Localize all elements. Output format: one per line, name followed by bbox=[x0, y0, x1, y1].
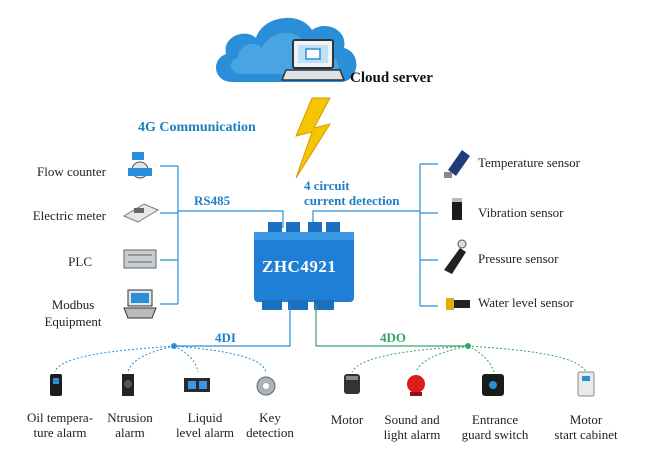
temperature-sensor-icon bbox=[444, 150, 470, 178]
pressure-sensor-icon bbox=[444, 239, 467, 274]
sensor-label: Water level sensor bbox=[478, 295, 574, 310]
current-detection-label: 4 circuit current detection bbox=[304, 178, 400, 208]
di-input-label: Oil tempera- ture alarm bbox=[26, 410, 94, 440]
di-label: 4DI bbox=[215, 330, 236, 345]
vibration-sensor-icon bbox=[452, 198, 462, 220]
rs485-label: RS485 bbox=[194, 193, 231, 208]
di-lines bbox=[54, 305, 291, 373]
do-output-label: Motor bbox=[330, 412, 364, 427]
di-input-label: Liquid level alarm bbox=[175, 410, 235, 440]
sensor-label: Pressure sensor bbox=[478, 251, 559, 266]
sensor-label: Vibration sensor bbox=[478, 205, 564, 220]
sound-light-alarm-icon bbox=[407, 375, 425, 396]
entrance-guard-switch-icon bbox=[482, 374, 504, 396]
do-lines bbox=[315, 305, 587, 373]
do-output-label: Entrance guard switch bbox=[461, 412, 529, 442]
intrusion-alarm-icon bbox=[122, 374, 134, 396]
di-input-label: Ntrusion alarm bbox=[107, 410, 153, 440]
communication-label: 4G Communication bbox=[138, 120, 256, 135]
do-output-label: Motor start cabinet bbox=[554, 412, 618, 442]
left-device-label: Flow counter bbox=[37, 164, 106, 179]
sensor-label: Temperature sensor bbox=[478, 155, 580, 170]
do-label: 4DO bbox=[380, 330, 406, 345]
left-device-label: Electric meter bbox=[32, 208, 106, 223]
left-device-label: Modbus Equipment bbox=[44, 297, 102, 329]
plc-icon bbox=[123, 249, 157, 269]
zhc4921-device bbox=[254, 222, 354, 310]
motor-start-cabinet-icon bbox=[577, 371, 595, 397]
electric-meter-icon bbox=[122, 203, 160, 223]
do-output-label: Sound and light alarm bbox=[383, 412, 441, 442]
oil-temperature-alarm-icon bbox=[50, 374, 62, 396]
di-input-label: Key detection bbox=[246, 410, 294, 440]
water-level-sensor-icon bbox=[446, 298, 470, 310]
rs485-bus-lines bbox=[160, 165, 284, 305]
flow-counter-icon bbox=[128, 152, 152, 179]
left-device-label: PLC bbox=[68, 254, 92, 269]
laptop-icon bbox=[280, 39, 346, 81]
modbus-equipment-icon bbox=[123, 289, 157, 319]
device-name: ZHC4921 bbox=[262, 257, 337, 276]
cloud-server-label: Cloud server bbox=[350, 70, 433, 86]
lightning-bolt-icon bbox=[295, 97, 332, 179]
key-detection-icon bbox=[256, 376, 276, 396]
liquid-level-alarm-icon bbox=[184, 378, 210, 392]
motor-icon bbox=[344, 374, 360, 394]
